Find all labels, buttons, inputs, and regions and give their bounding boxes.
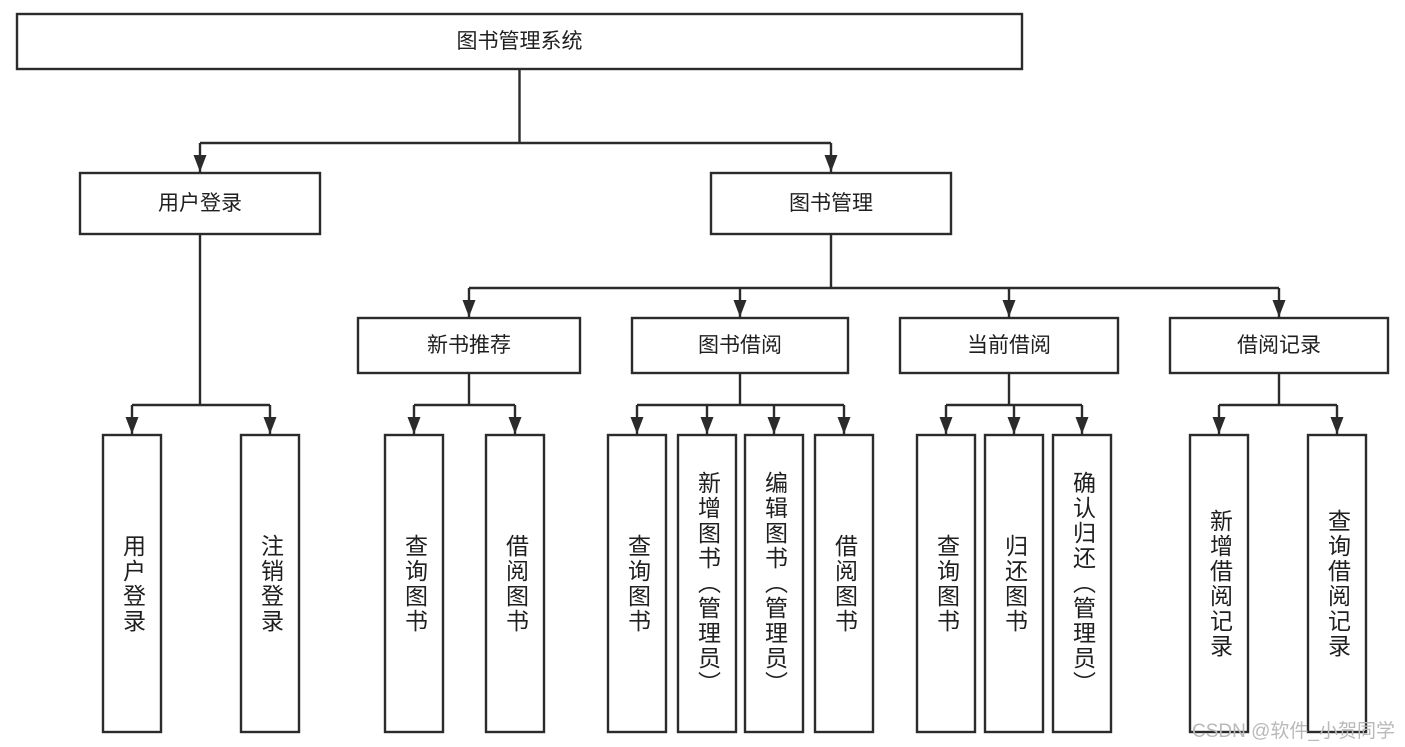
arrow-head-icon — [733, 300, 747, 317]
arrow-head-icon — [1007, 417, 1021, 434]
node-label-current-borrow: 当前借阅 — [967, 334, 1051, 357]
node-box-leaf-add-record[interactable] — [1188, 433, 1250, 734]
arrow-head-icon — [407, 417, 421, 434]
node-label-book-borrow: 图书借阅 — [698, 334, 782, 357]
arrow-head-icon — [1272, 300, 1286, 317]
node-label-new-book-rec: 新书推荐 — [427, 334, 511, 357]
node-box-leaf-borrow-book-rec[interactable] — [484, 433, 546, 734]
arrow-head-icon — [939, 417, 953, 434]
node-box-leaf-add-book[interactable] — [676, 433, 738, 734]
arrow-head-icon — [462, 300, 476, 317]
node-box-user-login[interactable] — [78, 171, 322, 236]
arrow-head-icon — [767, 417, 781, 434]
arrow-head-icon — [824, 155, 838, 172]
node-box-leaf-confirm-return[interactable] — [1051, 433, 1113, 734]
node-box-leaf-user-logout[interactable] — [239, 433, 301, 734]
node-label-book-manage: 图书管理 — [789, 192, 873, 215]
node-box-leaf-query-book-borrow[interactable] — [606, 433, 668, 734]
arrow-head-icon — [837, 417, 851, 434]
arrow-head-icon — [1330, 417, 1344, 434]
node-box-leaf-query-book-rec[interactable] — [383, 433, 445, 734]
arrow-head-icon — [630, 417, 644, 434]
csdn-watermark: CSDN @软件_小贺同学 — [1192, 721, 1395, 742]
arrow-head-icon — [1075, 417, 1089, 434]
arrow-head-icon — [1212, 417, 1226, 434]
node-box-book-borrow[interactable] — [630, 316, 850, 375]
arrow-head-icon — [125, 417, 139, 434]
connectors-layer — [125, 69, 1344, 434]
node-box-leaf-borrow-book[interactable] — [813, 433, 875, 734]
node-boxes-layer — [15, 12, 1390, 734]
arrow-head-icon — [700, 417, 714, 434]
arrow-head-icon — [193, 155, 207, 172]
arrow-head-icon — [508, 417, 522, 434]
node-box-borrow-record[interactable] — [1168, 316, 1390, 375]
node-label-root: 图书管理系统 — [457, 30, 583, 53]
node-box-root[interactable] — [15, 12, 1024, 71]
arrow-head-icon — [1002, 300, 1016, 317]
node-box-leaf-user-login[interactable] — [101, 433, 163, 734]
node-box-leaf-edit-book[interactable] — [743, 433, 805, 734]
node-box-leaf-query-book-cur[interactable] — [915, 433, 977, 734]
node-box-leaf-return-book[interactable] — [983, 433, 1045, 734]
node-box-new-book-rec[interactable] — [356, 316, 582, 375]
node-box-book-manage[interactable] — [709, 171, 953, 236]
node-label-user-login: 用户登录 — [158, 192, 242, 215]
node-box-current-borrow[interactable] — [898, 316, 1120, 375]
node-label-borrow-record: 借阅记录 — [1237, 334, 1321, 357]
node-box-leaf-query-record[interactable] — [1306, 433, 1368, 734]
arrow-head-icon — [263, 417, 277, 434]
